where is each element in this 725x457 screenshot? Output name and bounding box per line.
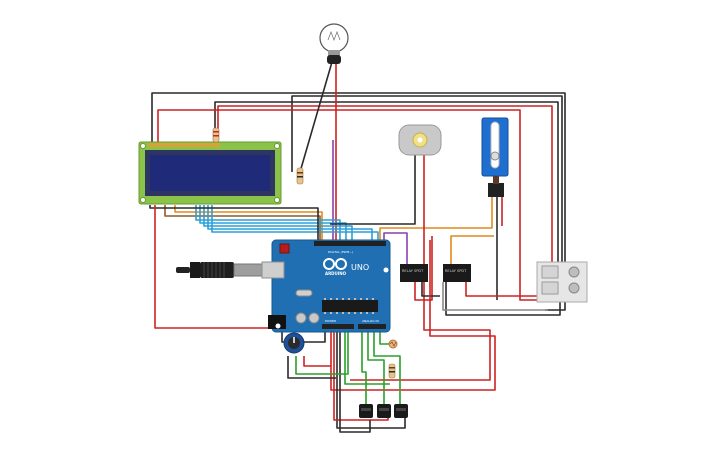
lcd-mount-hole xyxy=(140,143,146,149)
power-terminal xyxy=(568,282,580,294)
wire-red-top-1 xyxy=(157,109,545,301)
servo-connector xyxy=(488,183,504,197)
wire-green-2 xyxy=(367,330,385,404)
servo-wire-bundle xyxy=(493,176,499,184)
wire-bottom-red-1 xyxy=(330,240,496,391)
arduino-analog-header xyxy=(358,324,386,329)
resistor-lcd[interactable] xyxy=(212,127,220,143)
wire-green-5 xyxy=(344,330,390,385)
bulb-neck xyxy=(328,50,340,56)
lcd-mount-hole xyxy=(140,197,146,203)
power-terminal xyxy=(568,266,580,278)
arduino-digital-header xyxy=(314,241,386,246)
wire-green-3 xyxy=(373,330,401,404)
wire-lcd-red-left xyxy=(154,205,270,329)
wire-lcd-blue-1 xyxy=(195,205,341,240)
arduino-crystal xyxy=(295,289,313,297)
wire-relay2-black xyxy=(445,282,561,316)
wire-lcd-blue-2 xyxy=(199,205,347,240)
power-supply[interactable] xyxy=(536,261,588,303)
relay-1-label: RELAY SPDT xyxy=(402,269,424,273)
wire-black-top-1 xyxy=(151,92,566,311)
wire-pot-red xyxy=(303,356,331,367)
arduino-power-jack xyxy=(268,315,286,329)
wire-relay1-black xyxy=(421,282,440,297)
wire-pot-black xyxy=(287,356,336,379)
arduino-analog-label: ANALOG IN xyxy=(362,319,379,323)
wire-relay2-orange xyxy=(450,235,494,265)
lcd-mount-hole xyxy=(274,197,280,203)
arduino-capacitor xyxy=(308,312,320,324)
arduino-digital-label: DIGITAL (PWM~) xyxy=(328,250,353,254)
wire-relay2-red xyxy=(465,282,545,297)
arduino-usb-port xyxy=(261,261,285,279)
wire-lcd-black xyxy=(149,205,319,240)
wire-bottom-black-2 xyxy=(339,332,371,433)
lcd-display[interactable] xyxy=(138,141,282,205)
arduino-brand-label: ARDUINO xyxy=(325,271,347,276)
lcd-screen xyxy=(150,155,270,191)
relay-1-body xyxy=(400,264,428,282)
wires xyxy=(149,61,566,433)
bulb-filament xyxy=(327,30,341,42)
wire-green-1 xyxy=(361,330,367,404)
wire-lcd-blue-3 xyxy=(203,205,353,240)
transistor-1[interactable] xyxy=(359,404,373,418)
wire-lcd-brown xyxy=(164,205,321,240)
wire-servo-orange xyxy=(379,196,493,240)
usb-cable xyxy=(176,262,263,278)
arduino-capacitor xyxy=(295,312,307,324)
photoresistor[interactable] xyxy=(388,339,398,349)
bulb-glass xyxy=(319,23,349,53)
lcd-mount-hole xyxy=(274,143,280,149)
wire-lcd-blue-4 xyxy=(207,205,373,240)
dc-motor[interactable] xyxy=(398,124,442,156)
wire-relay1-purple xyxy=(383,232,408,265)
arduino-power-label: POWER xyxy=(325,319,336,323)
relay-2-body xyxy=(443,264,471,282)
light-bulb[interactable] xyxy=(319,23,349,64)
arduino-model-label: UNO xyxy=(351,263,369,272)
arduino-mount-hole xyxy=(275,323,281,329)
wire-relay-gray xyxy=(442,282,548,311)
servo-motor[interactable] xyxy=(481,117,509,197)
transistor-2[interactable] xyxy=(377,404,391,418)
wire-green-6 xyxy=(295,330,349,375)
servo-horn xyxy=(490,121,500,169)
resistor-sensor[interactable] xyxy=(388,363,396,379)
lcd-pin-header xyxy=(148,143,220,147)
transistor-3[interactable] xyxy=(394,404,408,418)
servo-hub xyxy=(490,151,500,161)
relay-2[interactable]: RELAY SPDT xyxy=(443,264,471,282)
wire-relay1-red xyxy=(414,236,433,301)
motor-shaft xyxy=(417,137,423,143)
wire-motor-black xyxy=(330,152,416,225)
atmega-chip xyxy=(322,300,378,312)
arduino-reset-button[interactable] xyxy=(279,243,290,254)
wire-lamp-black xyxy=(299,61,333,182)
potentiometer[interactable] xyxy=(283,332,305,354)
arduino-uno-board[interactable]: DIGITAL (PWM~) ARDUINO UNO POWER ANALOG … xyxy=(261,239,391,333)
wire-lcd-blue-5 xyxy=(211,205,379,240)
relay-1[interactable]: RELAY SPDT xyxy=(400,264,428,282)
relay-2-label: RELAY SPDT xyxy=(445,269,467,273)
wire-green-4 xyxy=(379,330,392,345)
arduino-power-header xyxy=(322,324,354,329)
resistor-lamp[interactable] xyxy=(296,167,304,185)
bulb-base xyxy=(327,55,341,64)
arduino-mount-hole xyxy=(383,267,389,273)
arduino-logo xyxy=(323,258,347,270)
